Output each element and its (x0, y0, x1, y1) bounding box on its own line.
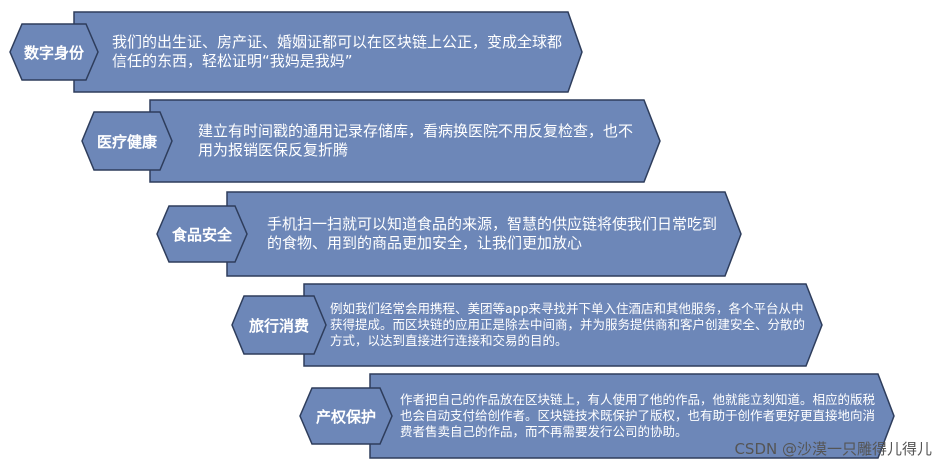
row-2-description: 建立有时间戳的通用记录存储库，看病换医院不用反复检查，也不用为报销医保反复折腾 (198, 121, 634, 160)
watermark: CSDN @沙漠一只雕得儿得儿 (734, 440, 932, 458)
row-3-shapes (156, 191, 742, 277)
row-3-label-hexagon (156, 205, 248, 263)
row-2-label: 医疗健康 (96, 132, 157, 151)
row-5-shapes (299, 373, 895, 459)
diagram-row-5: 产权保护 作者把自己的作品放在区块链上，有人使用了他的作品，他就能立刻知道。相应… (298, 372, 898, 460)
diagram-row-4: 旅行消费 例如我们经常会用携程、美团等app来寻找并下单入住酒店和其他服务，各个… (230, 282, 826, 368)
row-1-description: 我们的出生证、房产证、婚姻证都可以在区块链上公正，变成全球都信任的东西，轻松证明… (112, 32, 563, 71)
row-5-label: 产权保护 (315, 407, 376, 426)
row-5-description: 作者把自己的作品放在区块链上，有人使用了他的作品，他就能立刻知道。相应的版税也会… (400, 391, 876, 440)
diagram-row-3: 食品安全 手机扫一扫就可以知道食品的来源，智慧的供应链将使我们日常吃到的食物、用… (155, 190, 743, 278)
row-4-shapes (231, 283, 823, 367)
diagram-row-1: 数字身份 我们的出生证、房产证、婚姻证都可以在区块链上公正，变成全球都信任的东西… (8, 10, 586, 94)
row-3-label: 食品安全 (171, 225, 232, 244)
row-2-label-hexagon (81, 111, 173, 171)
row-4-description: 例如我们经常会用携程、美团等app来寻找并下单入住酒店和其他服务，各个平台从中获… (330, 300, 806, 349)
row-2-shapes (81, 99, 661, 183)
row-4-label-hexagon (231, 295, 327, 355)
diagram-row-2: 医疗健康 建立有时间戳的通用记录存储库，看病换医院不用反复检查，也不用为报销医保… (80, 98, 664, 184)
row-1-shapes (9, 11, 583, 93)
row-1-label-hexagon (9, 23, 99, 81)
row-5-label-hexagon (299, 387, 393, 445)
row-3-description: 手机扫一扫就可以知道食品的来源，智慧的供应链将使我们日常吃到的食物、用到的商品更… (267, 214, 718, 253)
row-4-label: 旅行消费 (248, 316, 309, 335)
row-1-label: 数字身份 (23, 43, 84, 62)
